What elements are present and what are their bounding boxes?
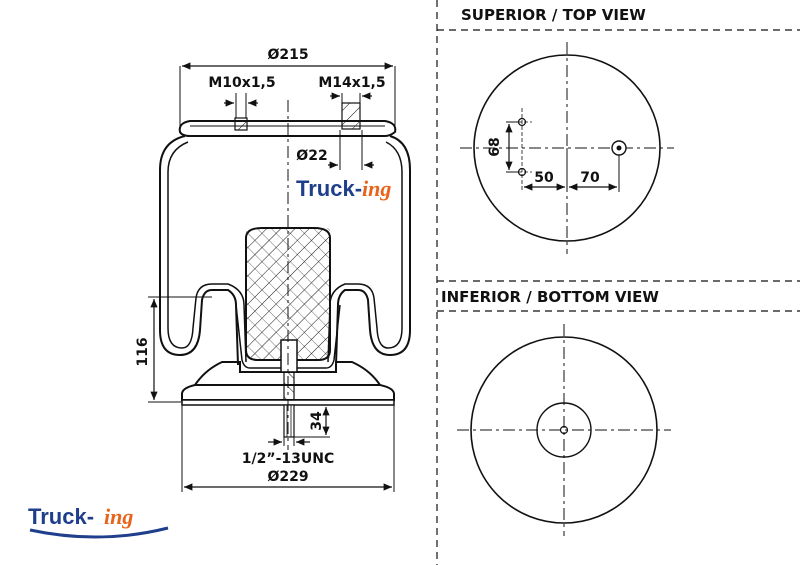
top-view-heading: SUPERIOR / TOP VIEW <box>461 6 646 24</box>
top-dim-right: 70 <box>580 170 600 186</box>
thread-right-label: M14x1,5 <box>318 75 385 91</box>
top-diameter-label: Ø215 <box>267 47 308 63</box>
top-dim-left: 50 <box>534 170 554 186</box>
brand-logo-main: Truck- <box>28 504 94 529</box>
center-stud <box>280 339 298 373</box>
dim-port-diameter: Ø22 <box>296 130 374 170</box>
dim-height: 116 <box>135 296 212 403</box>
bottom-view-heading: INFERIOR / BOTTOM VIEW <box>441 288 659 306</box>
brand-logo-suffix: ing <box>104 504 133 529</box>
dim-stud-thread: 1/2”-13UNC <box>242 437 334 467</box>
stud-length-label: 34 <box>309 411 325 431</box>
dim-thread-left: M10x1,5 <box>208 75 276 118</box>
side-view: Ø215 M10x1,5 M14x1,5 Ø22 <box>135 47 411 492</box>
dim-bottom-diameter: Ø229 <box>181 405 395 492</box>
dim-thread-right: M14x1,5 <box>318 75 386 103</box>
view-dividers <box>436 0 800 565</box>
top-plate <box>178 120 397 137</box>
dim-top-diameter: Ø215 <box>179 47 396 128</box>
bellows <box>159 135 411 366</box>
bottom-diameter-label: Ø229 <box>267 469 308 485</box>
fitting-m10 <box>234 117 248 131</box>
thread-left-label: M10x1,5 <box>208 75 275 91</box>
drawing-logo: Truck- ing <box>296 176 391 201</box>
port-diameter-label: Ø22 <box>296 148 327 164</box>
bottom-view: INFERIOR / BOTTOM VIEW <box>441 288 671 536</box>
brand-logo: Truck- ing <box>28 504 169 539</box>
base-plate <box>181 384 395 401</box>
top-view: SUPERIOR / TOP VIEW 68 50 70 <box>460 6 674 254</box>
top-dim-vertical: 68 <box>487 137 503 156</box>
dim-stud-length: 34 <box>294 407 330 438</box>
stud-thread-label: 1/2”-13UNC <box>242 451 334 467</box>
drawing-logo-suffix: ing <box>362 176 391 201</box>
height-label: 116 <box>135 337 151 366</box>
fitting-m14 <box>341 102 361 130</box>
drawing-logo-main: Truck- <box>296 176 362 201</box>
